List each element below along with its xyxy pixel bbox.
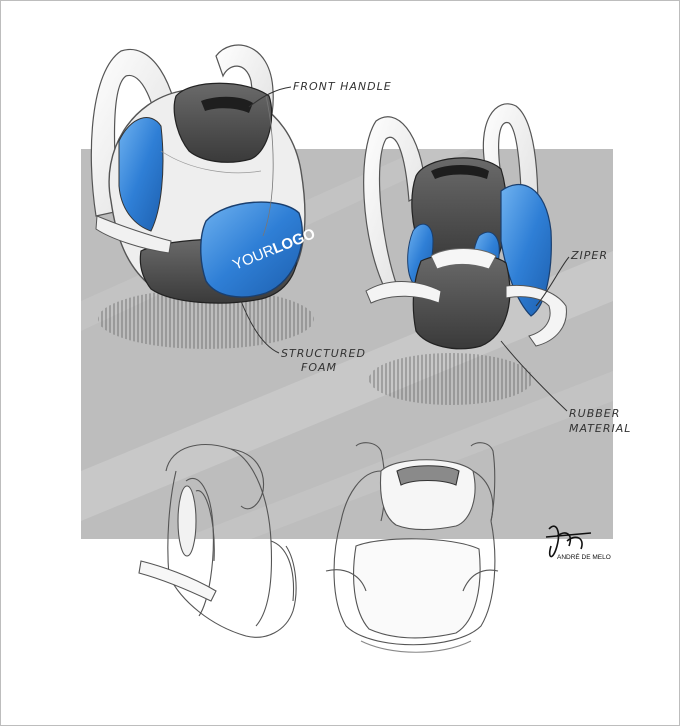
ground-shadow-front [98, 289, 314, 349]
label-rubber-material-line2: MATERIAL [569, 422, 631, 435]
label-zipper: ZIPER [570, 249, 608, 262]
artist-signature: ANDRÉ DE MELO [545, 525, 611, 561]
label-structured-foam-line1: STRUCTURED [281, 347, 366, 360]
backpack-rear-three-quarter-view [363, 103, 567, 350]
ground-shadow-back [369, 353, 533, 405]
label-structured-foam-line2: FOAM [301, 361, 337, 374]
backpack-front-three-quarter-view: YOURLOGO [90, 44, 318, 304]
annotation-leaders [240, 86, 570, 412]
panel-highlight-stroke [181, 371, 613, 539]
backpack-back-view-sketch [325, 442, 499, 653]
label-rubber-material-line1: RUBBER [569, 407, 620, 420]
label-front-handle: FRONT HANDLE [293, 80, 392, 93]
backpack-side-view-sketch [138, 444, 297, 638]
signature-name: ANDRÉ DE MELO [557, 552, 611, 561]
